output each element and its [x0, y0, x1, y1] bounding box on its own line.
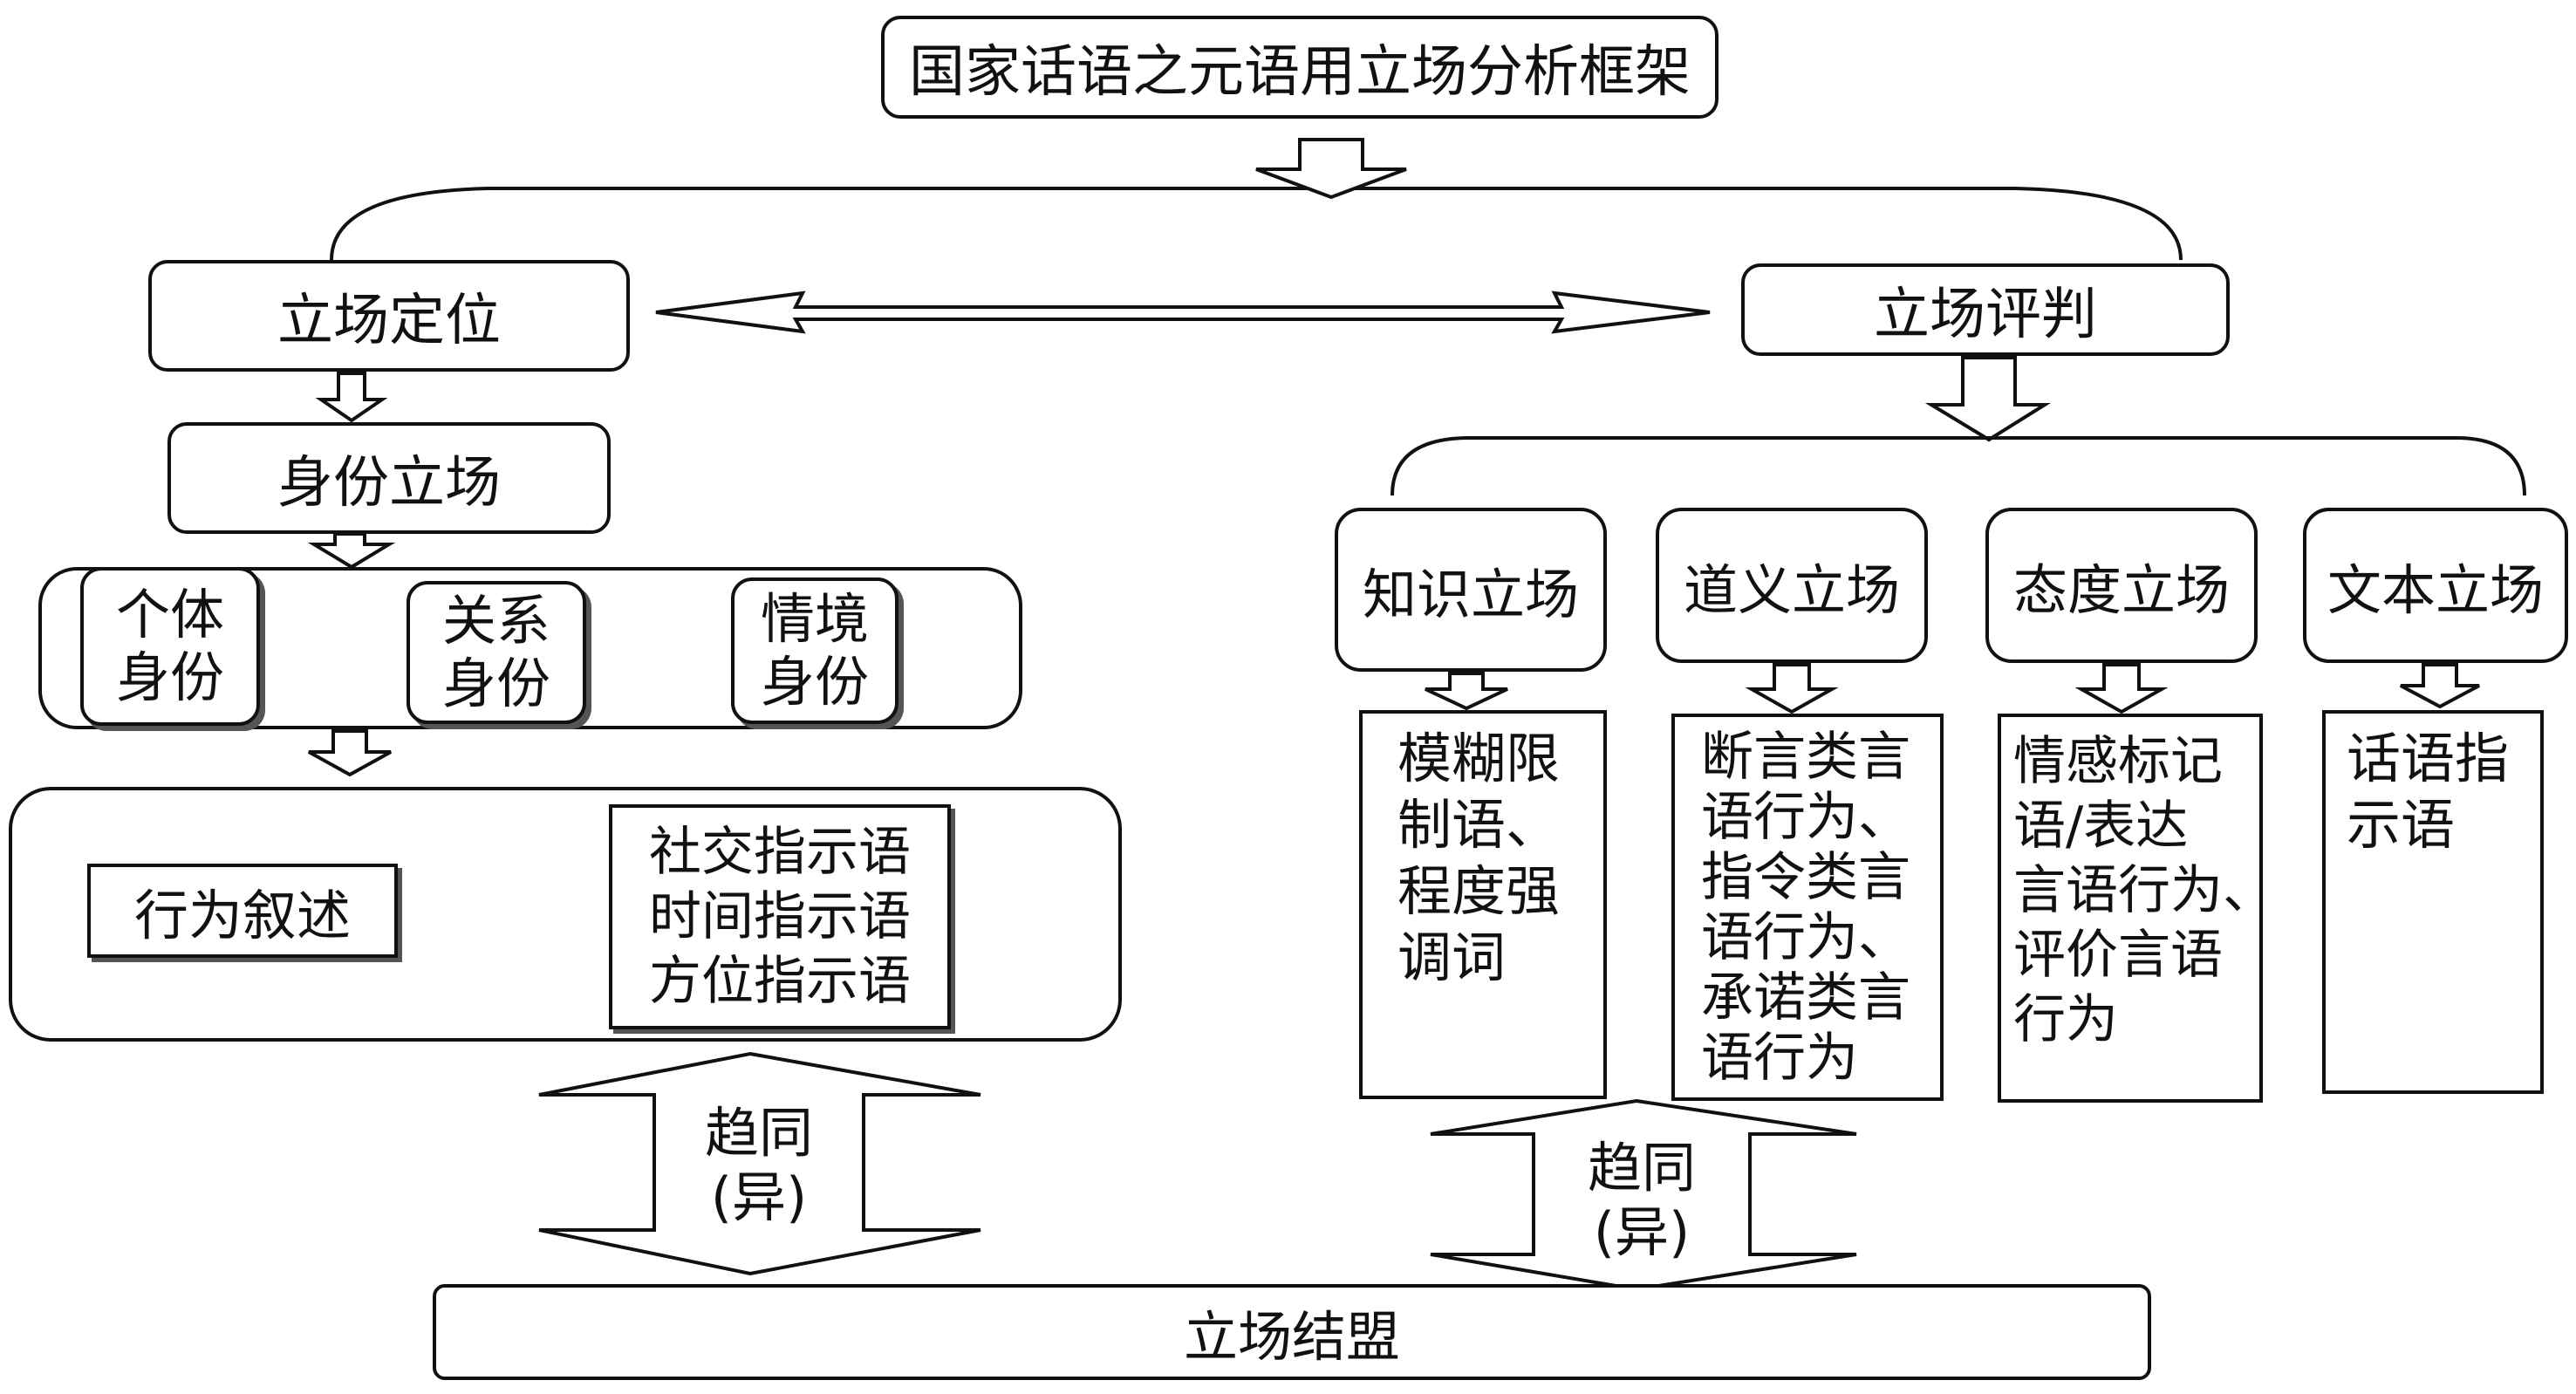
converge-right-label: 趋同 (异): [1588, 1136, 1696, 1265]
title-down-arrow: [1255, 138, 1407, 200]
category-attitude-box: 态度立场: [1985, 508, 2258, 663]
identity-situation-line2: 身份: [760, 650, 869, 714]
down-arrow-identities: [307, 532, 396, 570]
behavior-narration-box: 行为叙述: [87, 864, 398, 958]
evaluation-box: 立场评判: [1741, 263, 2230, 356]
deixis-box: 社交指示语 时间指示语 方位指示语: [609, 804, 951, 1029]
identity-individual-line2: 身份: [115, 646, 224, 709]
alliance-label: 立场结盟: [1183, 1305, 1400, 1369]
deontic-item-1: 断言类言: [1701, 727, 1910, 788]
converge-right-line1: 趋同: [1588, 1136, 1697, 1199]
deontic-item-6: 语行为: [1701, 1028, 1858, 1089]
category-text-box: 文本立场: [2303, 508, 2568, 663]
title-box: 国家话语之元语用立场分析框架: [881, 16, 1718, 119]
deontic-item-2: 语行为、: [1701, 787, 1910, 848]
bidirectional-arrow: [655, 290, 1711, 334]
attitude-item-5: 行为: [2013, 989, 2118, 1050]
identity-individual-line1: 个体: [115, 583, 224, 646]
identity-individual-box: 个体 身份: [80, 567, 260, 726]
deontic-item-4: 语行为、: [1701, 907, 1910, 968]
attitude-items-box: 情感标记 语/表达 言语行为、 评价言语 行为: [1998, 714, 2275, 1103]
down-arrow-deontic: [1745, 663, 1839, 714]
positioning-box: 立场定位: [148, 260, 630, 372]
attitude-item-3: 言语行为、: [2013, 860, 2275, 921]
alliance-box: 立场结盟: [433, 1284, 2151, 1380]
knowledge-item-1: 模糊限: [1397, 727, 1561, 790]
identity-relation-box: 关系 身份: [407, 581, 586, 724]
down-arrow-knowledge: [1425, 672, 1508, 711]
identity-situation-box: 情境 身份: [731, 577, 899, 724]
category-attitude-label: 态度立场: [2012, 558, 2230, 622]
deixis-place: 方位指示语: [649, 951, 911, 1012]
category-knowledge-label: 知识立场: [1362, 563, 1579, 626]
text-item-1: 话语指: [2347, 727, 2510, 790]
category-knowledge-box: 知识立场: [1335, 508, 1607, 672]
identity-situation-line1: 情境: [760, 587, 869, 651]
title-label: 国家话语之元语用立场分析框架: [909, 40, 1691, 105]
identity-stance-box: 身份立场: [167, 422, 611, 534]
knowledge-item-4: 调词: [1397, 926, 1507, 989]
down-arrow-identity: [315, 372, 388, 423]
positioning-label: 立场定位: [277, 289, 501, 353]
attitude-item-4: 评价言语: [2013, 925, 2223, 986]
behavior-narration-label: 行为叙述: [133, 884, 351, 947]
identity-relation-line1: 关系: [441, 589, 550, 653]
converge-right-line2: (异): [1593, 1200, 1691, 1264]
down-arrow-text: [2400, 663, 2480, 709]
converge-left-line1: 趋同: [705, 1101, 814, 1165]
category-text-label: 文本立场: [2327, 558, 2544, 622]
identity-relation-line2: 身份: [441, 652, 550, 715]
converge-left-arrow: [538, 1051, 981, 1276]
knowledge-items-box: 模糊限 制语、 程度强 调词: [1359, 710, 1607, 1099]
converge-left-label: 趋同 (异): [705, 1101, 813, 1230]
title-brace: [330, 187, 2183, 261]
text-items-box: 话语指 示语: [2322, 710, 2544, 1094]
deixis-social: 社交指示语: [649, 822, 911, 883]
evaluation-label: 立场评判: [1874, 283, 2097, 347]
knowledge-item-3: 程度强: [1397, 859, 1561, 923]
down-arrow-evaluation: [1924, 356, 2051, 442]
deontic-item-3: 指令类言: [1701, 847, 1910, 908]
converge-left-line2: (异): [710, 1165, 808, 1229]
category-deontic-box: 道义立场: [1656, 508, 1928, 663]
identity-stance-label: 身份立场: [277, 451, 501, 516]
category-deontic-label: 道义立场: [1683, 558, 1900, 622]
categories-brace: [1390, 436, 2526, 496]
deixis-time: 时间指示语: [649, 886, 911, 947]
deontic-items-box: 断言类言 语行为、 指令类言 语行为、 承诺类言 语行为: [1671, 714, 1944, 1101]
text-item-2: 示语: [2347, 793, 2456, 857]
deontic-item-5: 承诺类言: [1701, 967, 1910, 1028]
down-arrow-behavior: [308, 729, 392, 777]
down-arrow-attitude: [2074, 663, 2169, 714]
attitude-item-2: 语/表达: [2013, 796, 2189, 857]
knowledge-item-2: 制语、: [1397, 793, 1561, 857]
attitude-item-1: 情感标记: [2013, 731, 2223, 792]
